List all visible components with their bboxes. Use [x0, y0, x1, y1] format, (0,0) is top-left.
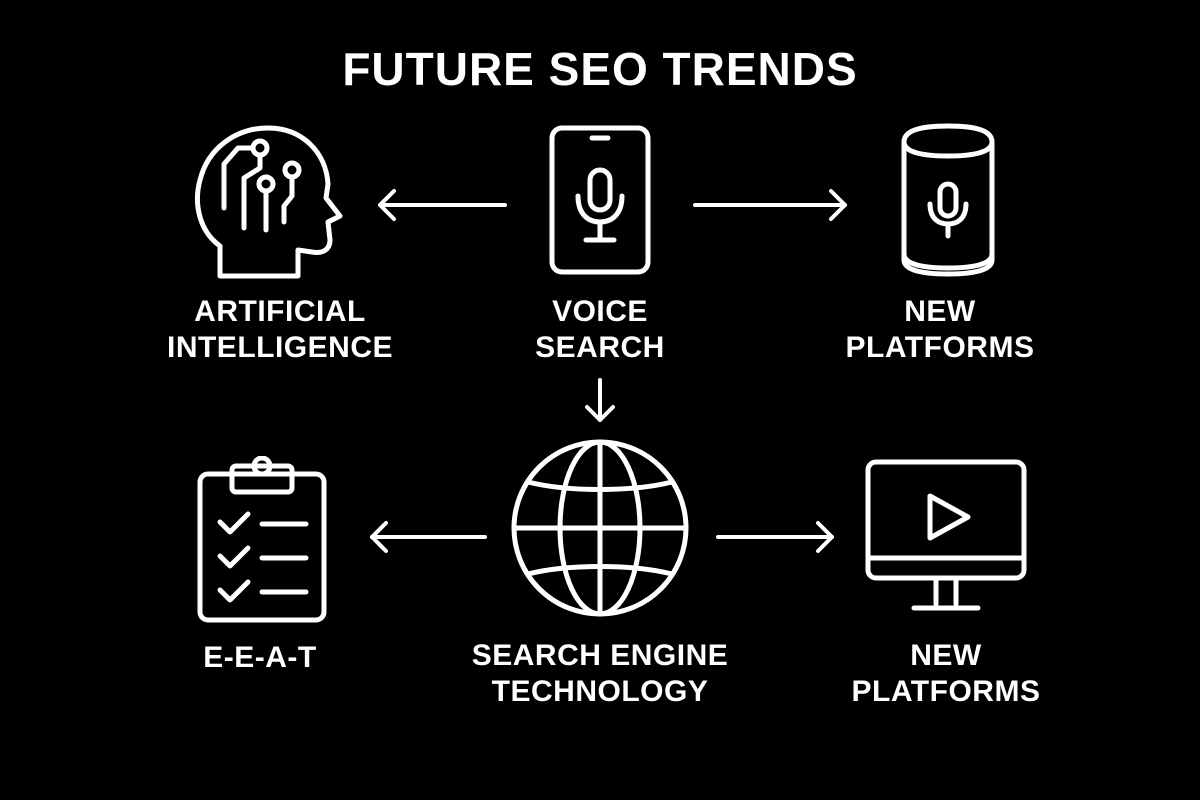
arrow-voice-to-platforms — [693, 189, 847, 221]
arrow-search-engine-to-platforms — [716, 521, 834, 553]
label-line: SEARCH — [535, 331, 665, 364]
label-new-platforms-bottom: NEW PLATFORMS — [826, 638, 1066, 710]
label-search-engine-technology: SEARCH ENGINE TECHNOLOGY — [440, 638, 760, 710]
label-line: NEW — [910, 639, 982, 672]
label-line: SEARCH ENGINE — [471, 639, 729, 672]
globe-icon — [508, 436, 692, 620]
phone-microphone-icon — [548, 124, 652, 276]
label-line: PLATFORMS — [845, 331, 1035, 364]
diagram-title: FUTURE SEO TRENDS — [342, 43, 858, 95]
monitor-play-icon — [864, 458, 1028, 618]
label-line: INTELLIGENCE — [166, 331, 393, 364]
arrow-voice-to-ai — [378, 189, 507, 221]
label-line: VOICE — [552, 295, 648, 328]
smart-speaker-icon — [898, 122, 998, 278]
label-voice-search: VOICE SEARCH — [480, 294, 720, 366]
checklist-clipboard-icon — [192, 456, 332, 626]
label-artificial-intelligence: ARTIFICIAL INTELLIGENCE — [140, 294, 420, 366]
label-eeat: E-E-A-T — [140, 640, 380, 676]
arrow-search-engine-to-eeat — [370, 521, 487, 553]
label-new-platforms-top: NEW PLATFORMS — [820, 294, 1060, 366]
label-line: PLATFORMS — [851, 675, 1041, 708]
head-circuit-icon — [188, 118, 348, 288]
label-line: TECHNOLOGY — [491, 675, 709, 708]
label-line: ARTIFICIAL — [194, 295, 366, 328]
label-line: NEW — [904, 295, 976, 328]
arrow-voice-to-search-engine — [585, 378, 615, 422]
label-line: E-E-A-T — [203, 641, 317, 674]
